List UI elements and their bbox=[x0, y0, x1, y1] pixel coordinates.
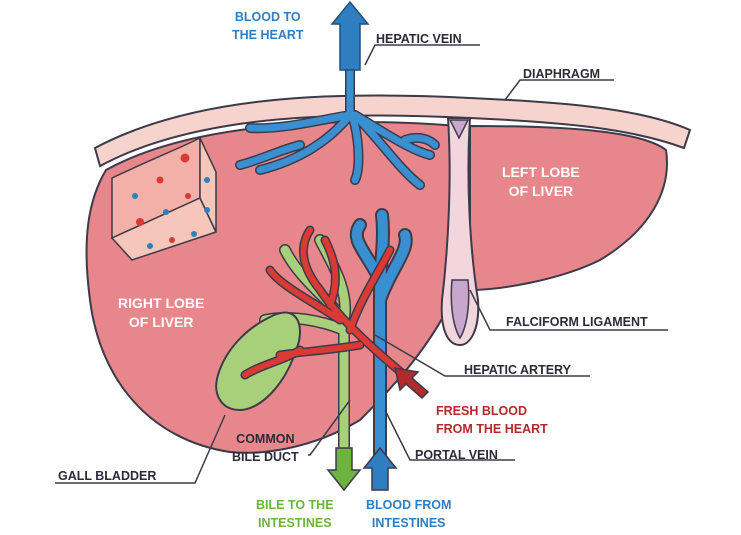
fresh-blood-arrow bbox=[394, 367, 430, 400]
bile-to-intestines-arrow bbox=[326, 447, 362, 492]
hepatic-vein-tree bbox=[235, 65, 440, 190]
tissue-cutaway bbox=[110, 136, 218, 261]
leader-lines bbox=[55, 44, 668, 484]
portal-vein-label: PORTAL VEIN bbox=[415, 448, 498, 462]
left-lobe bbox=[469, 124, 668, 292]
hepatic-vein-label: HEPATIC VEIN bbox=[376, 32, 462, 46]
hepatic-artery bbox=[240, 225, 413, 383]
hepatic-artery-label: HEPATIC ARTERY bbox=[464, 363, 571, 377]
blood-to-heart-arrow bbox=[330, 0, 370, 71]
falciform-ligament-top bbox=[448, 119, 470, 140]
falciform-ligament-inner bbox=[450, 279, 470, 340]
gall-bladder-label: GALL BLADDER bbox=[58, 469, 157, 483]
blood-from-intestines-arrow bbox=[362, 446, 398, 491]
gall-bladder bbox=[215, 311, 301, 412]
diaphragm-label: DIAPHRAGM bbox=[523, 67, 601, 81]
falciform-ligament-label: FALCIFORM LIGAMENT bbox=[506, 315, 648, 329]
diaphragm bbox=[93, 94, 692, 168]
